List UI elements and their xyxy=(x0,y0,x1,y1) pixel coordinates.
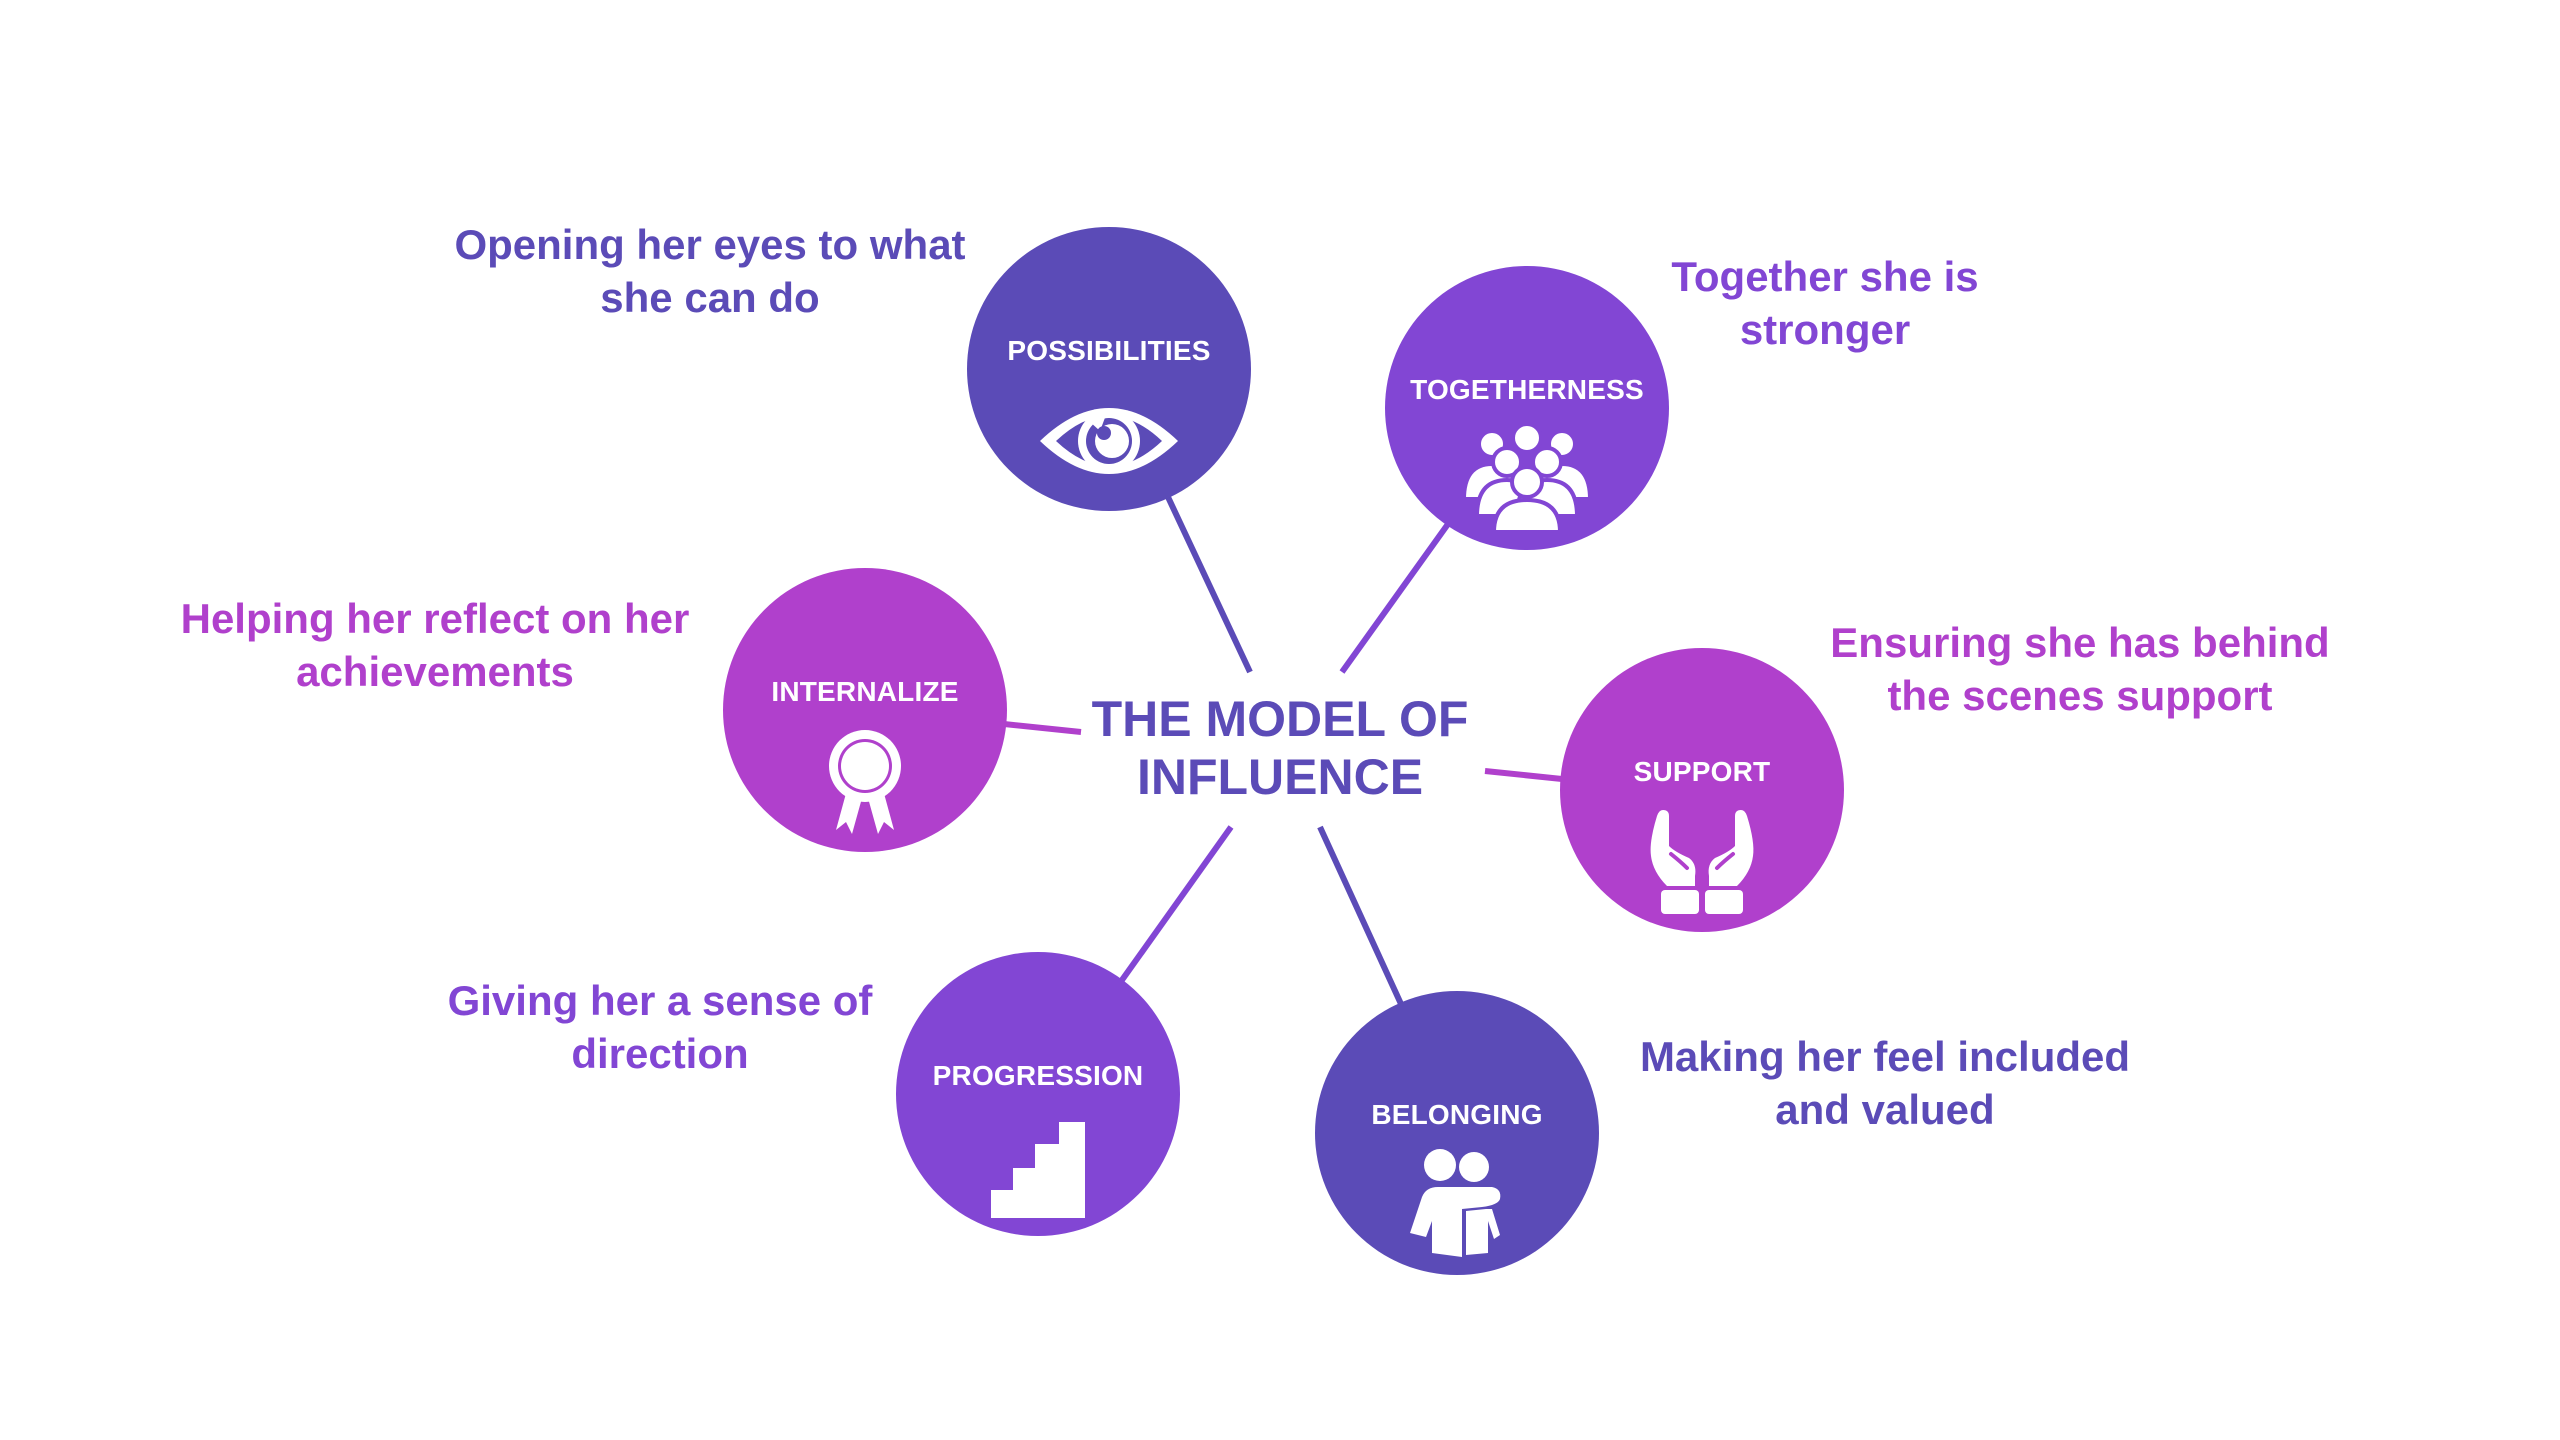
node-label: TOGETHERNESS xyxy=(1410,374,1644,405)
node-label: POSSIBILITIES xyxy=(1007,335,1211,366)
diagram-title: THE MODEL OF INFLUENCE xyxy=(1091,691,1469,805)
caption-possibilities: Opening her eyes to what she can do xyxy=(454,221,966,321)
node-belonging: BELONGING xyxy=(1315,991,1599,1275)
node-support: SUPPORT xyxy=(1560,648,1844,932)
caption-internalize: Helping her reflect on her achievements xyxy=(180,595,690,695)
caption-belonging: Making her feel included and valued xyxy=(1639,1033,2131,1133)
caption-support: Ensuring she has behind the scenes suppo… xyxy=(1830,619,2330,719)
caption-togetherness: Together she is stronger xyxy=(1671,253,1979,353)
stairs-icon xyxy=(991,1122,1085,1218)
award-ribbon-icon xyxy=(829,730,901,834)
group-of-people-icon xyxy=(1461,424,1593,534)
caption-progression: Giving her a sense of direction xyxy=(447,977,873,1077)
node-progression: PROGRESSION xyxy=(896,952,1180,1236)
supporting-hands-icon xyxy=(1650,810,1754,914)
connector-togetherness xyxy=(1339,522,1451,674)
node-label: INTERNALIZE xyxy=(771,676,959,707)
node-label: PROGRESSION xyxy=(932,1060,1144,1091)
two-people-embrace-icon xyxy=(1410,1149,1501,1257)
connector-possibilities xyxy=(1165,495,1253,674)
node-togetherness: TOGETHERNESS xyxy=(1385,266,1669,550)
connector-progression xyxy=(1119,825,1234,982)
node-internalize: INTERNALIZE xyxy=(723,568,1007,852)
connector-support xyxy=(1484,768,1563,782)
node-possibilities: POSSIBILITIES xyxy=(967,227,1251,511)
eye-icon xyxy=(1040,408,1178,474)
node-label: BELONGING xyxy=(1371,1099,1543,1130)
connector-belonging xyxy=(1317,825,1404,1006)
node-label: SUPPORT xyxy=(1633,756,1771,787)
connector-internalize xyxy=(1003,721,1082,735)
